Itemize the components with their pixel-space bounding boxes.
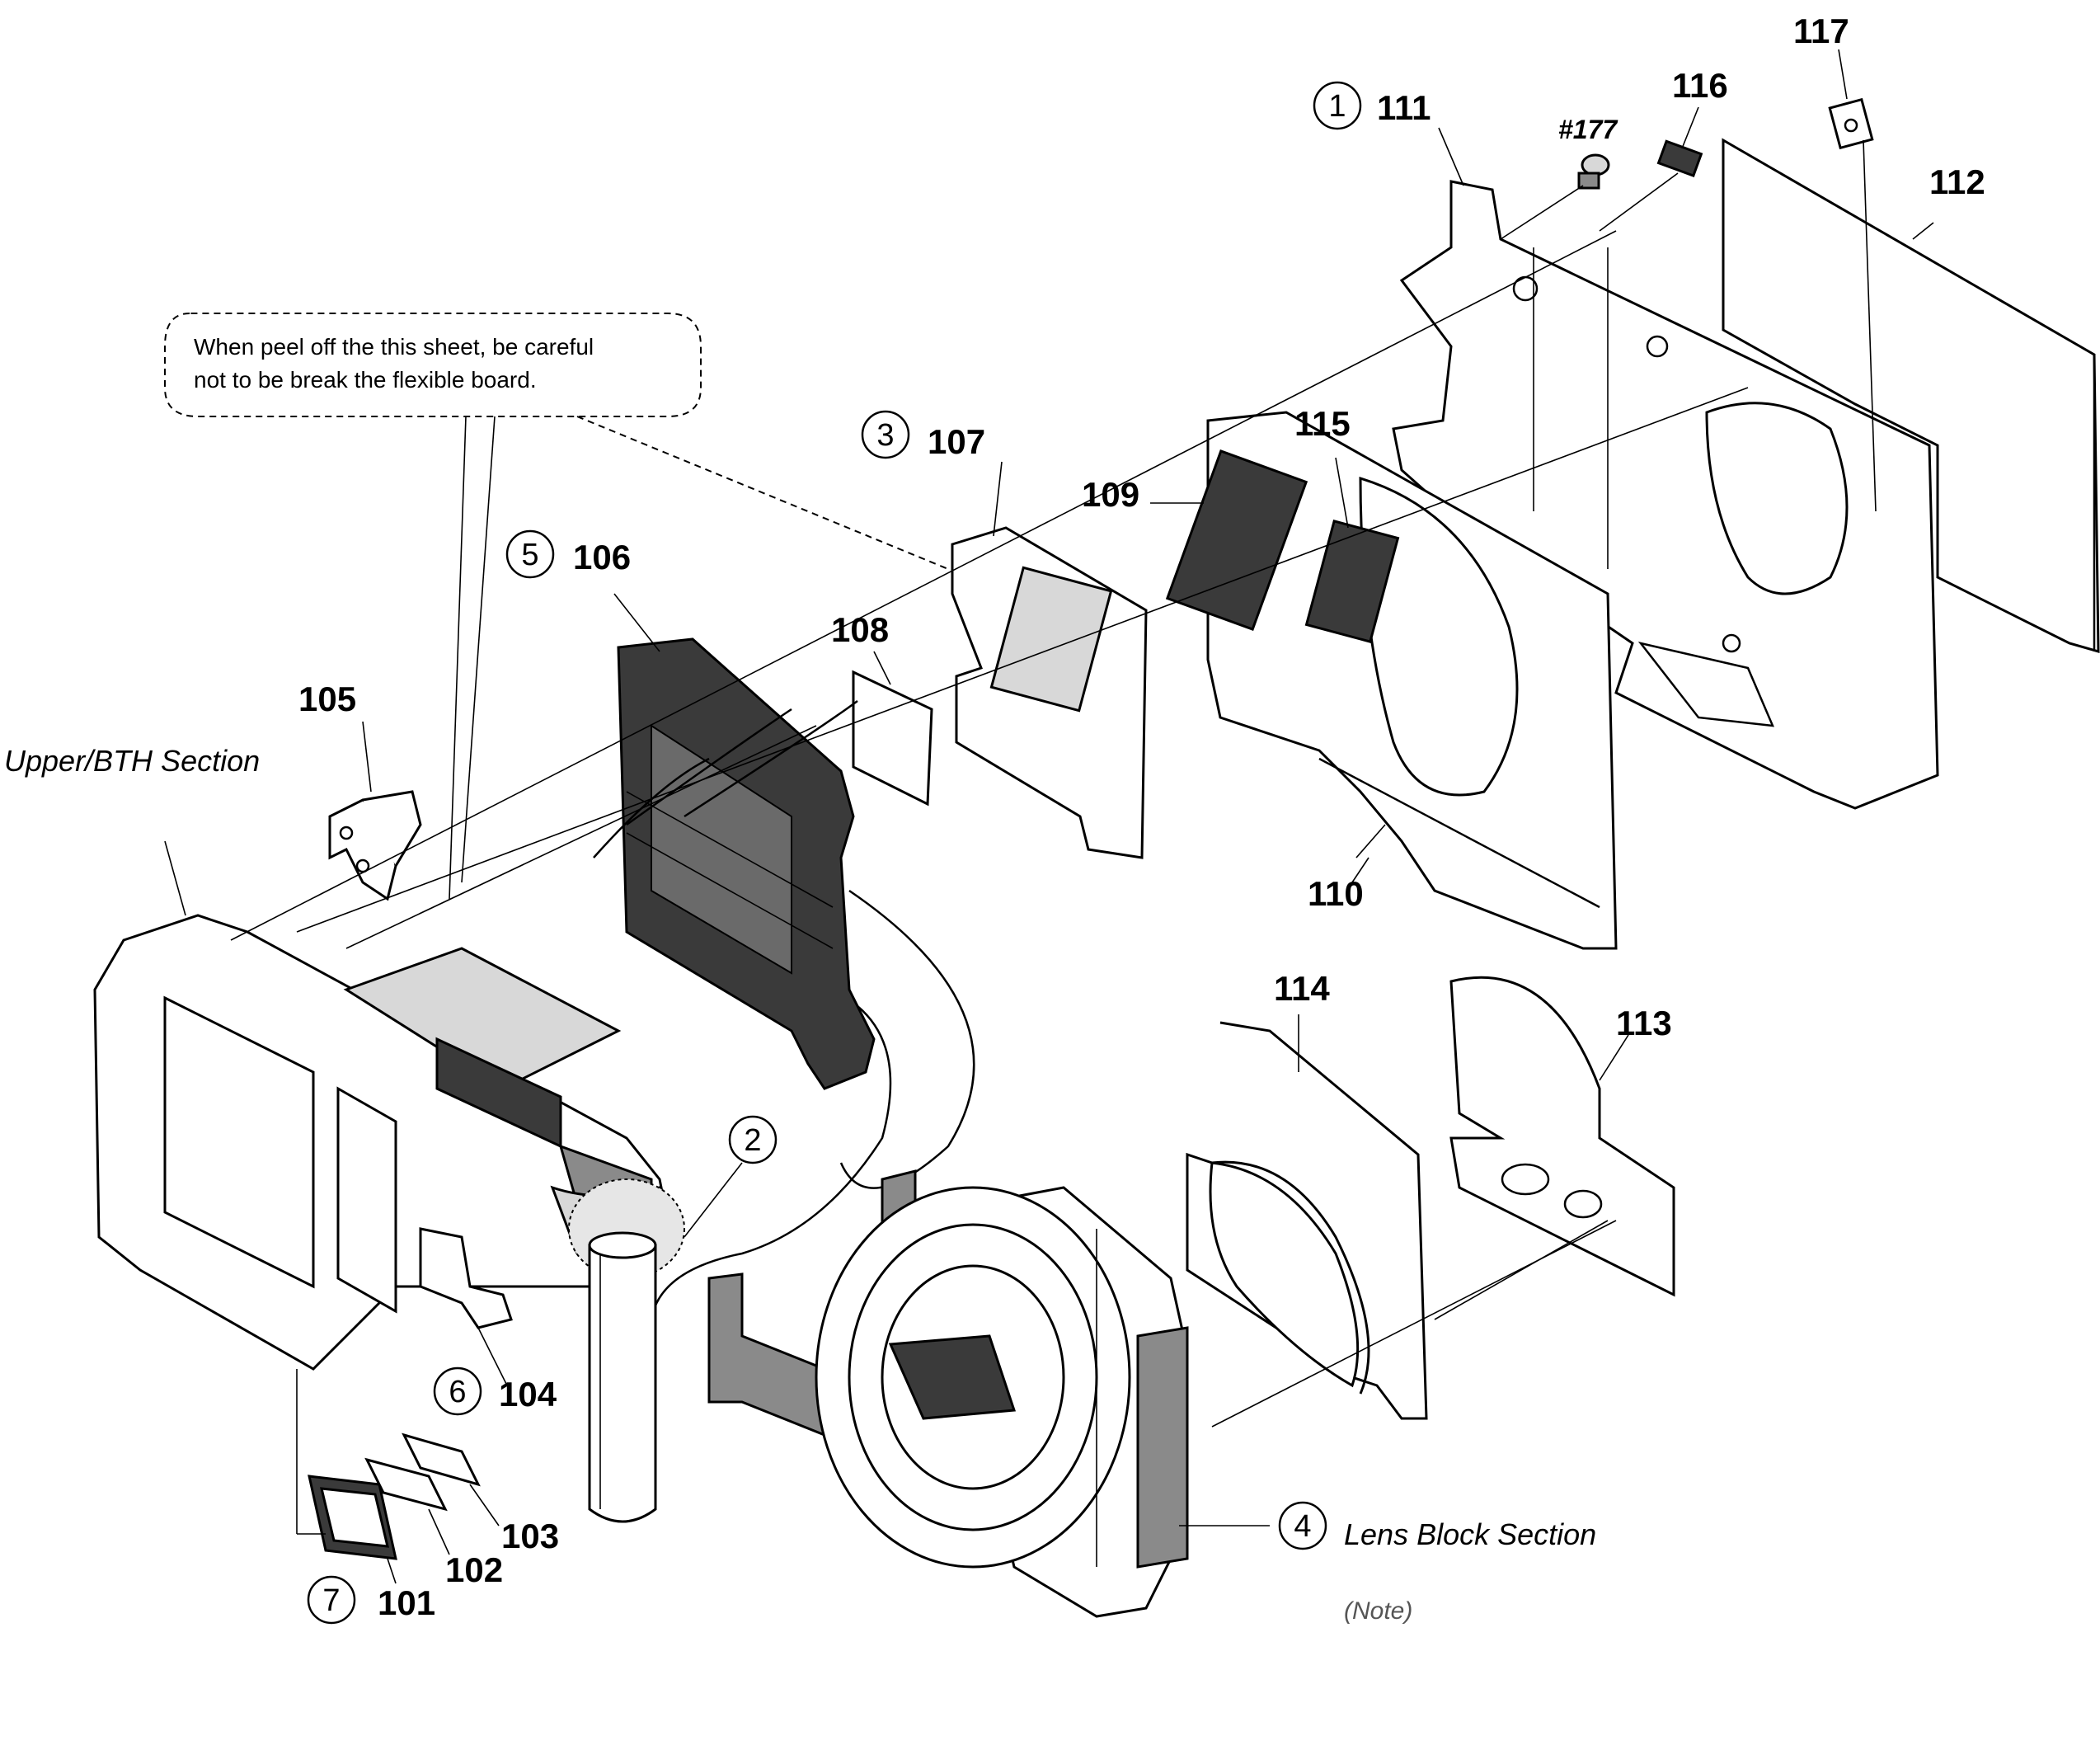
section-note: (Note) — [1344, 1597, 1412, 1625]
sheet-114 — [1186, 1021, 1428, 1420]
part-102 — [364, 1457, 448, 1512]
circle-7: 7 — [322, 1583, 340, 1618]
label-screw-177: #177 — [1558, 115, 1618, 144]
label-107: 107 — [928, 422, 985, 461]
label-102: 102 — [445, 1550, 503, 1589]
label-112: 112 — [1929, 162, 1985, 201]
label-115: 115 — [1294, 404, 1351, 443]
circle-2: 2 — [744, 1123, 761, 1158]
sheet-113 — [1449, 976, 1675, 1297]
label-111: 111 — [1377, 88, 1431, 127]
bracket-104 — [419, 1227, 513, 1329]
callout-line-2: not to be break the flexible board. — [194, 367, 537, 393]
label-101: 101 — [378, 1583, 435, 1622]
label-106: 106 — [573, 538, 631, 576]
sheet-112 — [1722, 138, 2100, 653]
label-leaders — [362, 49, 1934, 1584]
tube-part — [588, 1231, 657, 1523]
callout-bubble: When peel off the this sheet, be careful… — [164, 313, 949, 900]
part-115 — [1304, 457, 1400, 643]
alignment-lines — [164, 230, 1749, 1535]
section-lens-block: Lens Block Section — [1344, 1517, 1596, 1551]
part-116 — [1599, 139, 1703, 232]
label-103: 103 — [501, 1517, 559, 1555]
circle-6: 6 — [449, 1375, 466, 1409]
label-117: 117 — [1793, 12, 1849, 50]
label-105: 105 — [298, 680, 356, 718]
circle-5: 5 — [521, 538, 538, 572]
cable-bands — [593, 699, 975, 1320]
board-106 — [617, 637, 876, 1090]
circle-marks — [307, 81, 1362, 1625]
label-114: 114 — [1274, 969, 1330, 1008]
part-117 — [1828, 97, 1877, 512]
sheet-107 — [951, 526, 1148, 859]
section-upper-bth: Upper/BTH Section — [4, 744, 260, 778]
part-108 — [852, 670, 933, 807]
label-109: 109 — [1082, 475, 1139, 514]
label-108: 108 — [831, 610, 889, 649]
part-103 — [402, 1432, 481, 1487]
label-110: 110 — [1308, 874, 1364, 913]
screw-177 — [1500, 153, 1610, 240]
label-104: 104 — [499, 1375, 557, 1414]
circle-3: 3 — [876, 418, 894, 453]
bracket-105 — [328, 790, 422, 901]
circle-1: 1 — [1328, 89, 1346, 124]
label-116: 116 — [1672, 66, 1728, 105]
label-113: 113 — [1616, 1004, 1672, 1042]
lens-block — [815, 1186, 1189, 1618]
front-frame-upper-bth — [93, 914, 685, 1371]
rear-frame-111 — [1392, 180, 1939, 810]
callout-line-1: When peel off the this sheet, be careful — [194, 334, 594, 360]
part-101 — [308, 1475, 397, 1560]
circle-4: 4 — [1294, 1509, 1311, 1544]
